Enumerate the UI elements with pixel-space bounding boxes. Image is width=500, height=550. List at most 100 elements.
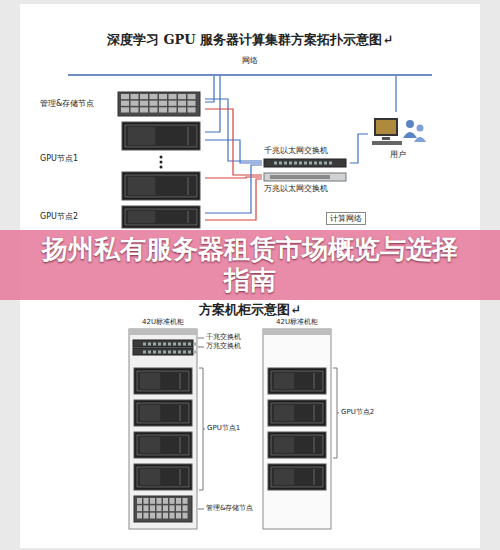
graphic-part	[129, 329, 197, 335]
graphic-part	[170, 513, 175, 519]
graphic-part	[188, 343, 191, 346]
graphic-part	[121, 101, 129, 106]
graphic-part	[314, 469, 315, 485]
graphic-part	[168, 343, 171, 346]
network-cable	[350, 134, 368, 163]
graphic-part	[314, 437, 315, 453]
graphic-part	[183, 505, 188, 511]
graphic-part	[137, 467, 189, 487]
graphic-part	[337, 413, 339, 414]
node-label: GPU节点1	[40, 154, 78, 164]
graphic-part	[274, 437, 294, 453]
graphic-part	[274, 405, 294, 421]
graphic-part	[274, 373, 294, 389]
graphic-part	[158, 343, 161, 346]
graphic-part	[134, 464, 192, 490]
graphic-part	[148, 343, 151, 346]
node-label: 千兆以太网交换机	[264, 146, 328, 155]
graphic-part	[137, 513, 142, 519]
graphic-part	[131, 107, 139, 112]
graphic-part	[133, 348, 193, 355]
graphic-part	[137, 403, 189, 423]
graphic-part	[169, 101, 177, 106]
part-label: GPU节点2	[341, 408, 374, 416]
graphic-part	[333, 368, 337, 458]
graphic-part	[140, 469, 160, 485]
graphic-part	[183, 343, 186, 346]
graphic-part	[150, 94, 158, 99]
graphic-part	[198, 509, 204, 510]
graphic-part	[198, 347, 204, 348]
graphic-part	[304, 162, 307, 165]
graphic-part	[417, 125, 424, 132]
graphic-part	[176, 505, 181, 511]
gpu-node-group: GPU节点1	[40, 120, 205, 202]
graphic-part	[137, 505, 142, 511]
part-label: 计算网络	[326, 212, 366, 225]
graphic-part	[140, 94, 148, 99]
graphic-part	[144, 513, 149, 519]
graphic-part	[140, 405, 160, 421]
graphic-part	[263, 329, 331, 529]
graphic-part	[150, 513, 155, 519]
graphic-part	[198, 338, 204, 339]
graphic-part	[314, 405, 315, 421]
graphic-part	[133, 340, 193, 347]
graphic-part	[183, 351, 186, 354]
graphic-part	[271, 435, 323, 455]
network-bar: 网络	[68, 56, 432, 76]
graphic-part	[178, 343, 181, 346]
graphic-part	[299, 162, 302, 165]
graphic-part	[170, 505, 175, 511]
node-label: 网络	[68, 56, 432, 66]
graphic-part	[374, 118, 398, 136]
icon	[262, 328, 332, 530]
graphic-part	[122, 122, 200, 150]
graphic-part	[178, 107, 186, 112]
graphic-part	[125, 175, 197, 197]
graphic-part	[199, 368, 203, 490]
graphic-part	[314, 373, 315, 389]
node-label: 用户	[390, 150, 406, 160]
storage-node: 管理&存储节点	[40, 90, 205, 118]
part-label: 管理&存储节点	[206, 504, 253, 512]
graphic-part	[134, 496, 192, 522]
server-rack: 42U标准机柜	[128, 318, 198, 530]
diagram-title: 深度学习 GPU 服务器计算集群方案拓扑示意图↵	[0, 32, 500, 48]
graphic-part	[134, 400, 192, 426]
graphic-part	[284, 162, 287, 165]
graphic-part	[188, 101, 196, 106]
graphic-part	[188, 107, 196, 112]
node-label: 万兆以太网交换机	[264, 184, 328, 193]
graphic-part	[382, 137, 390, 140]
graphic-part	[128, 211, 155, 223]
graphic-part	[128, 127, 155, 145]
graphic-part	[289, 162, 292, 165]
graphic-part	[131, 94, 139, 99]
graphic-part	[183, 498, 188, 504]
graphic-part	[178, 94, 186, 99]
graphic-part	[406, 120, 414, 128]
graphic-part	[188, 94, 196, 99]
graphic-part	[180, 469, 181, 485]
graphic-part	[414, 137, 426, 142]
graphic-part	[263, 329, 331, 335]
graphic-part	[137, 435, 189, 455]
node-label: 扬州私有服务器租赁市场概览与选择指南	[30, 234, 470, 296]
graphic-part	[157, 513, 162, 519]
network-cable	[205, 76, 214, 102]
graphic-part	[173, 343, 176, 346]
graphic-part	[271, 371, 323, 391]
part-label: GPU节点1	[207, 424, 240, 432]
graphic-part	[131, 101, 139, 106]
graphic-part	[163, 351, 166, 354]
graphic-part	[163, 498, 168, 504]
graphic-part	[143, 351, 146, 354]
network-cable	[205, 140, 262, 163]
graphic-part	[274, 162, 277, 165]
graphic-part	[137, 371, 189, 391]
graphic-part	[188, 211, 189, 223]
graphic-part	[203, 429, 205, 430]
graphic-part	[372, 141, 402, 145]
user-terminal: 用户	[368, 112, 432, 162]
